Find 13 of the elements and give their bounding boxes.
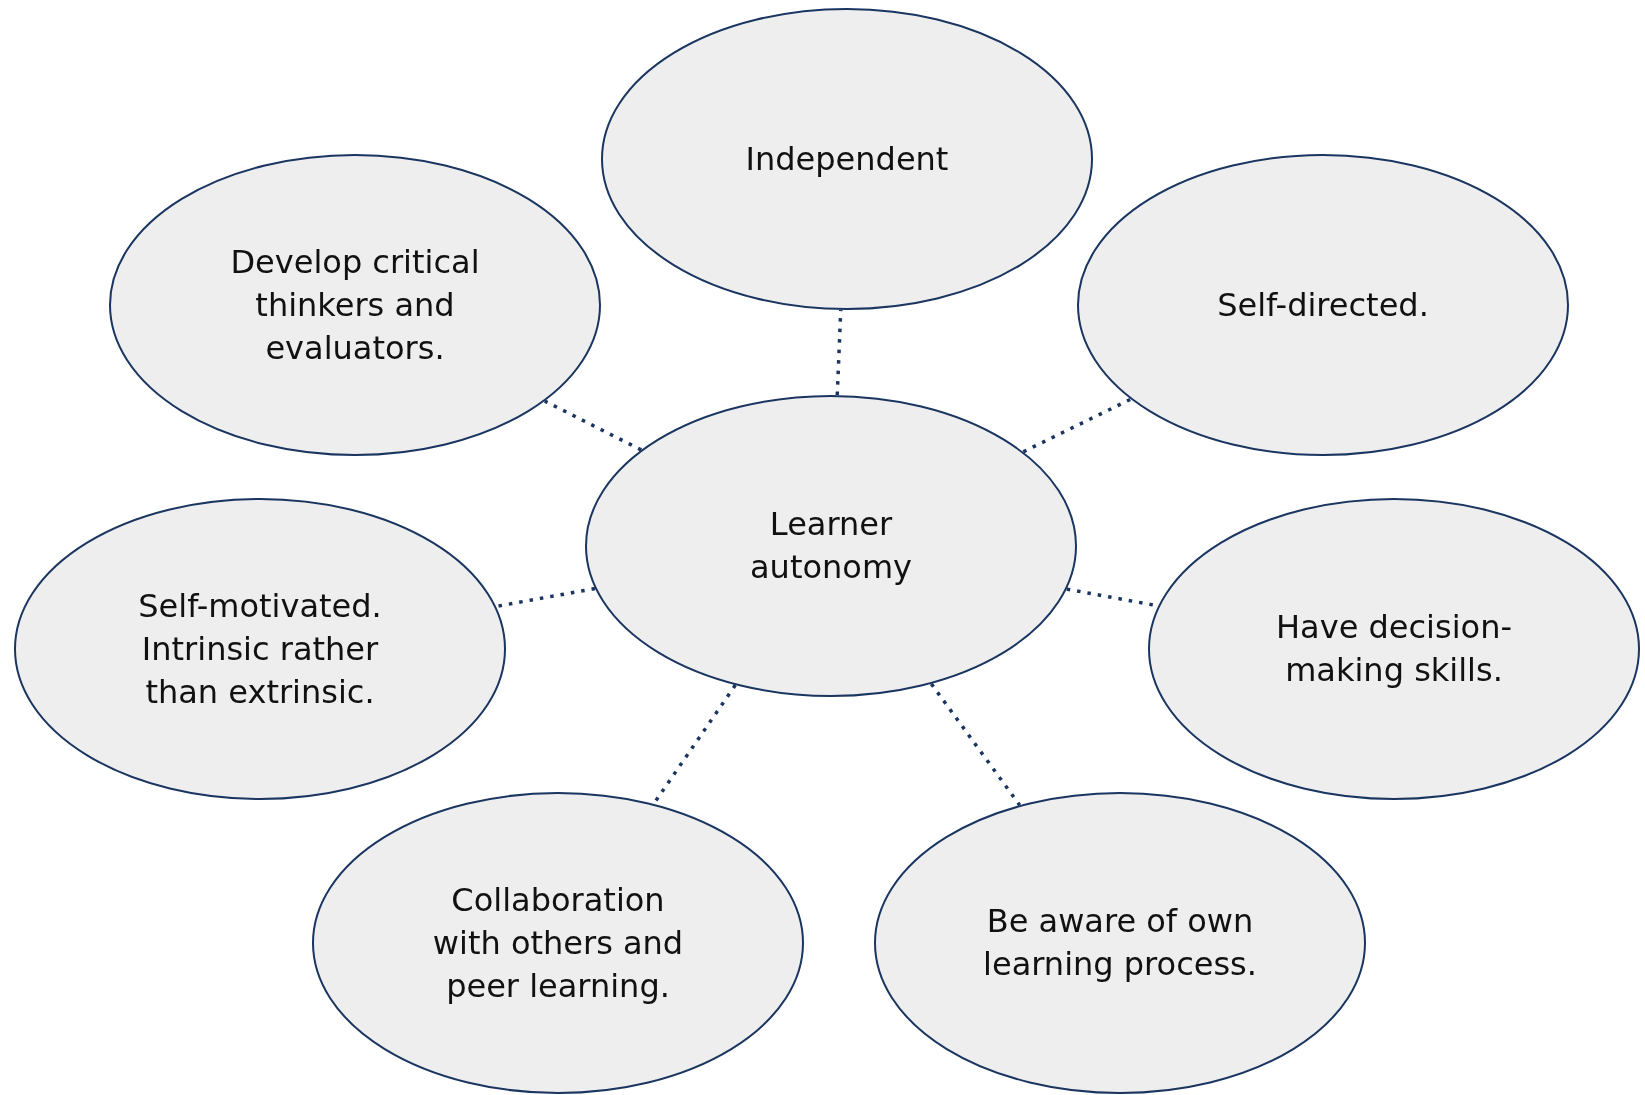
node-label: Have decision-making skills.	[1275, 607, 1513, 691]
dotted-connector	[544, 399, 642, 452]
node-label: Independent	[744, 138, 950, 180]
node-label: Collaboration with others and peer learning.	[431, 879, 685, 1007]
node-label: Develop critical thinkers and evaluators.	[229, 241, 481, 369]
node-label: Learner autonomy	[749, 504, 913, 588]
dotted-connector	[835, 309, 843, 396]
node-label: Be aware of own learning process.	[982, 901, 1258, 985]
dotted-connector	[929, 682, 1022, 807]
node-label: Self-motivated. Intrinsic rather than extrinsic.	[137, 585, 383, 713]
dotted-connector	[1022, 397, 1132, 454]
dotted-connector	[495, 586, 596, 609]
node-label: Self-directed.	[1216, 284, 1430, 326]
